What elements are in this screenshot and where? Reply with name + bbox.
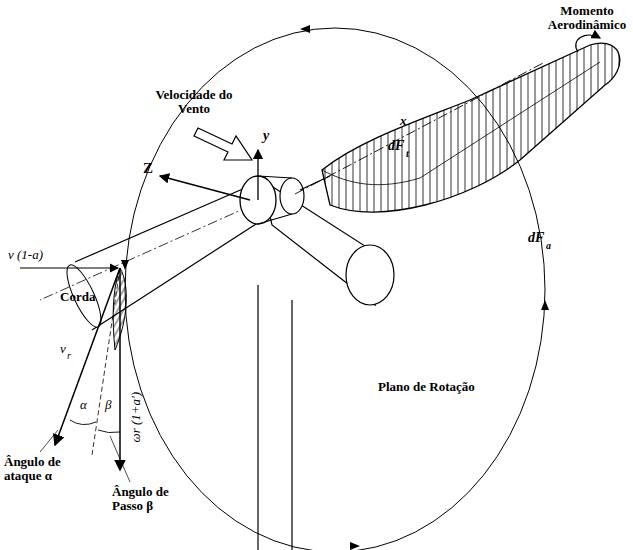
velocity-subscript: r [67, 350, 71, 361]
velocity-label: v [60, 342, 66, 356]
force-subscript: t [406, 148, 409, 159]
moment-label: Momento Aerodinâmico [544, 4, 630, 33]
angle-label: Ângulo de Passo β [112, 485, 190, 514]
force-label: dF [388, 138, 404, 153]
wind-label: Velocidade do Vento [138, 88, 250, 117]
axis-label: y [263, 128, 269, 143]
plane-label: Plano de Rotação [378, 380, 475, 394]
axis-label: Z [143, 160, 153, 177]
velocity-label: v (1-a) [8, 248, 43, 262]
angle-symbol: α [80, 398, 87, 412]
chord-label: Corda [60, 290, 95, 304]
force-subscript: a [546, 240, 551, 251]
velocity-label: ωr (1+a') [129, 377, 143, 457]
force-label: dF [528, 230, 544, 245]
angle-symbol: β [105, 398, 111, 412]
axis-label: x [400, 114, 407, 128]
angle-label: Ângulo de ataque α [4, 455, 86, 484]
